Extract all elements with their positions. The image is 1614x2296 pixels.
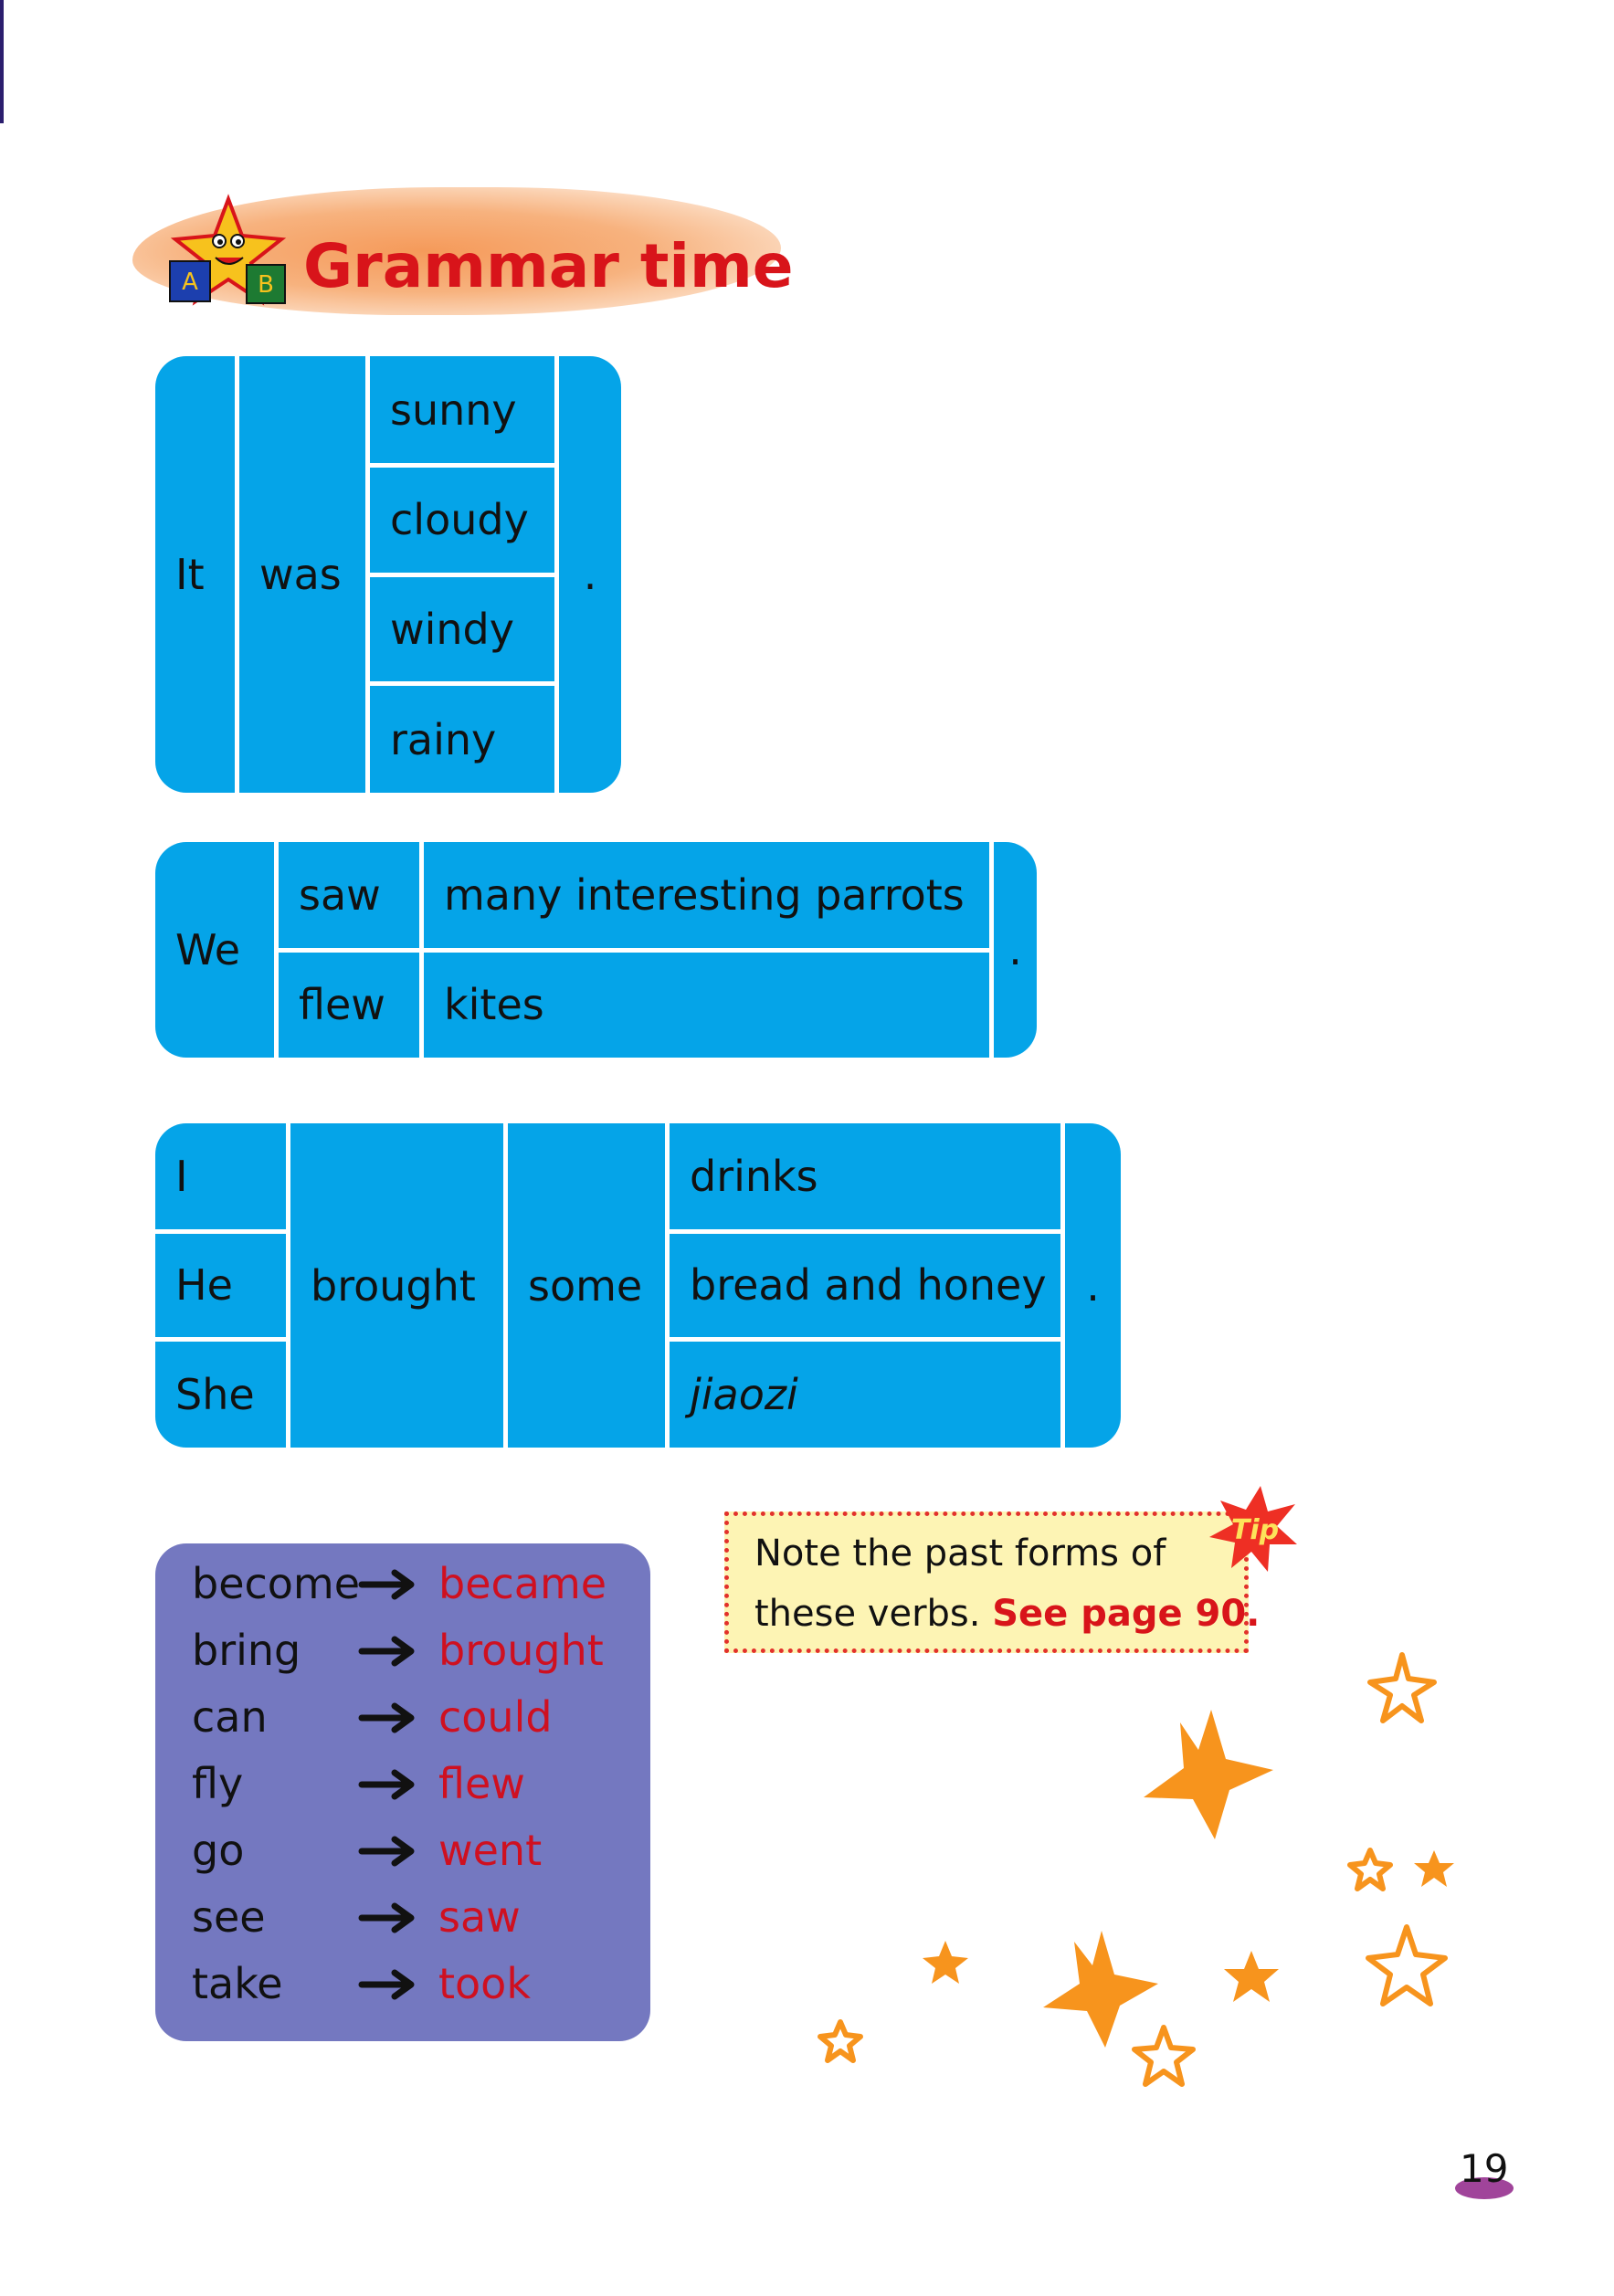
object-kites: kites — [421, 950, 994, 1058]
option-sunny: sunny — [367, 356, 559, 468]
page-number-splash — [1455, 2177, 1514, 2199]
outline-star-icon — [1132, 2025, 1196, 2087]
tip-note: Note the past forms of these verbs. See … — [724, 1511, 1260, 1653]
food-table: I brought some drinks . He bread and hon… — [155, 1123, 1121, 1448]
item-drinks: drinks — [667, 1123, 1065, 1234]
object-parrots: many interesting parrots — [421, 842, 994, 953]
page-number: 19 — [1460, 2146, 1509, 2191]
quantifier-some: some — [505, 1123, 670, 1448]
right-arrow-icon — [358, 1636, 415, 1667]
small-star-icon — [923, 1941, 968, 1984]
right-arrow-icon — [358, 1769, 415, 1800]
outline-star-icon — [818, 2019, 863, 2063]
subject-i: I — [155, 1123, 290, 1234]
right-arrow-icon — [358, 1902, 415, 1933]
subject-we: We — [155, 842, 279, 1058]
verb-past: went — [438, 1826, 543, 1875]
verb-brought: brought — [288, 1123, 508, 1448]
outline-star-icon — [1367, 1652, 1437, 1723]
block-b: B — [258, 271, 274, 299]
verb-past: saw — [438, 1892, 521, 1942]
subject-he: He — [155, 1231, 290, 1343]
option-rainy: rainy — [367, 683, 559, 793]
big-star-icon — [1043, 1931, 1158, 2048]
page-title: Grammar time — [303, 231, 794, 301]
item-bread-and-honey: bread and honey — [667, 1231, 1065, 1343]
outline-star-icon — [1366, 1924, 1448, 2006]
tip-line-2: these verbs. See page 90. — [754, 1593, 1260, 1635]
option-windy: windy — [367, 574, 559, 686]
subject-it: It — [155, 356, 239, 793]
full-stop: . — [1086, 1260, 1100, 1311]
page-edge-mark — [0, 0, 4, 123]
right-arrow-icon — [358, 1836, 415, 1867]
small-star-icon — [1224, 1951, 1279, 2002]
full-stop: . — [583, 550, 597, 599]
right-arrow-icon — [358, 1969, 415, 2000]
verb-base: see — [192, 1892, 266, 1942]
verb-past: flew — [438, 1759, 525, 1808]
see-page-90-link[interactable]: See page 90. — [992, 1593, 1261, 1635]
verb-base: take — [192, 1959, 283, 2008]
big-star-icon — [1144, 1710, 1273, 1839]
block-a: A — [182, 269, 198, 296]
full-stop: . — [1008, 925, 1022, 974]
weather-table: It was sunny . cloudy windy rainy — [155, 356, 621, 793]
tip-line-1: Note the past forms of — [754, 1532, 1166, 1575]
outline-star-icon — [1347, 1848, 1393, 1891]
tip-line-2-text: these verbs. — [754, 1593, 981, 1635]
activities-table: We saw many interesting parrots . flew k… — [155, 842, 1037, 1058]
right-arrow-icon — [358, 1702, 415, 1733]
subject-she: She — [155, 1339, 290, 1448]
verb-base: become — [192, 1559, 361, 1608]
item-jiaozi: jiaozi — [667, 1339, 1065, 1448]
verb-past: became — [438, 1559, 607, 1608]
small-star-icon — [1414, 1850, 1454, 1887]
tip-star-icon: Tip — [1209, 1486, 1297, 1572]
tip-badge: Tip — [1231, 1514, 1279, 1546]
past-forms-box: become became bring brought can could fl… — [155, 1543, 650, 2041]
star-mascot-icon: A B — [169, 194, 287, 306]
option-cloudy: cloudy — [367, 465, 559, 577]
verb-was: was — [237, 356, 370, 793]
verb-base: go — [192, 1826, 245, 1875]
verb-past: took — [438, 1959, 531, 2008]
verb-base: can — [192, 1692, 268, 1742]
verb-base: bring — [192, 1626, 301, 1675]
decorative-stars — [818, 1652, 1454, 2087]
verb-flew: flew — [276, 950, 424, 1058]
verb-base: fly — [192, 1759, 244, 1808]
right-arrow-icon — [358, 1569, 415, 1600]
verb-past: could — [438, 1692, 553, 1742]
verb-saw: saw — [276, 842, 424, 953]
verb-past: brought — [438, 1626, 604, 1675]
